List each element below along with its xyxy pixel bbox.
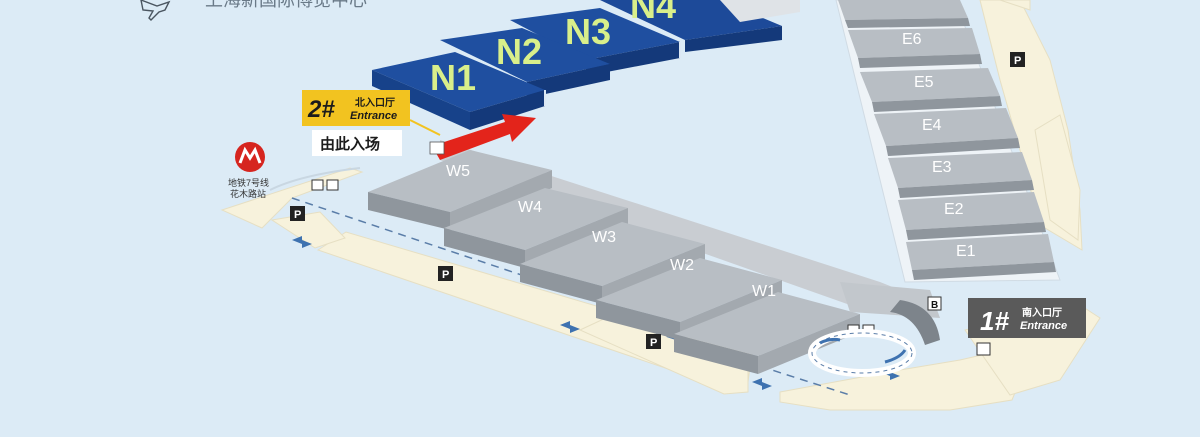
hall-label-e1: E1: [956, 243, 976, 260]
bus-stop-sign: B: [927, 296, 942, 311]
venue-title: 上海新国际博览中心: [205, 0, 367, 10]
hall-label-e5: E5: [914, 74, 934, 91]
hall-e6: [848, 28, 980, 58]
entrance-south-en: Entrance: [1020, 320, 1067, 332]
entrance-south-number: 1#: [980, 306, 1009, 336]
hall-n1: [372, 52, 545, 112]
entrance-north-en: Entrance: [350, 110, 397, 122]
hall-label-n4: N4: [630, 0, 676, 26]
metro-station: 地铁7号线 花木路站: [228, 142, 269, 199]
svg-text:P: P: [1014, 55, 1021, 67]
hall-label-e2: E2: [944, 201, 964, 218]
hall-e1: [906, 234, 1054, 270]
access-road: [269, 167, 361, 191]
west-halls: W5 W4 W3 W2 W1: [368, 140, 940, 374]
roundabout: [808, 329, 916, 377]
hall-n2: [440, 28, 610, 82]
hall-e3: [888, 152, 1032, 188]
entrance-south-cn: 南入口厅: [1022, 306, 1062, 319]
hall-label-w5: W5: [446, 163, 470, 180]
hall-w2: [596, 258, 782, 322]
svg-text:P: P: [294, 209, 301, 221]
hall-label-n1: N1: [430, 57, 476, 98]
hall-label-e3: E3: [932, 159, 952, 176]
hall-n3: [510, 8, 680, 60]
hall-w1: [674, 292, 860, 356]
bus-icon: [976, 342, 991, 356]
entrance-north: 2# 北入口厅 Entrance: [302, 90, 441, 136]
north-halls: N1 N2 N3 N4: [372, 0, 800, 130]
parking-sign-1: P: [290, 206, 305, 221]
hall-w5: [368, 150, 552, 212]
hall-e5: [860, 68, 1000, 102]
hall-label-w3: W3: [592, 229, 616, 246]
hall-label-w4: W4: [518, 199, 542, 216]
hall-w4: [444, 188, 628, 250]
hall-label-n3: N3: [565, 11, 611, 52]
hall-w3: [520, 222, 705, 286]
metro-line-label: 地铁7号线: [228, 177, 269, 188]
metro-station-label: 花木路站: [230, 188, 266, 199]
parking-sign-3: P: [646, 334, 661, 349]
hall-e4: [874, 108, 1018, 146]
svg-text:B: B: [931, 300, 938, 311]
entrance-south: 1# 南入口厅 Entrance: [968, 298, 1086, 338]
entrance-north-cn: 北入口厅: [355, 96, 395, 109]
parking-sign-2: P: [438, 266, 453, 281]
entrance-north-number: 2#: [307, 96, 335, 123]
hall-e2: [898, 192, 1044, 230]
hall-label-e4: E4: [922, 117, 942, 134]
hall-label-e6: E6: [902, 31, 922, 48]
plane-icon: [140, 0, 171, 21]
bus-car-icon-north: [311, 179, 339, 191]
hall-label-n2: N2: [496, 31, 542, 72]
hall-label-w1: W1: [752, 283, 776, 300]
east-halls: E6 E5 E4 E3 E2 E1: [838, 0, 1056, 280]
parking-sign-4: P: [1010, 52, 1025, 67]
enter-here-label: 由此入场: [320, 135, 380, 153]
entry-arrow-icon: [429, 114, 536, 160]
svg-text:P: P: [650, 337, 657, 349]
svg-text:P: P: [442, 269, 449, 281]
hall-label-w2: W2: [670, 257, 694, 274]
